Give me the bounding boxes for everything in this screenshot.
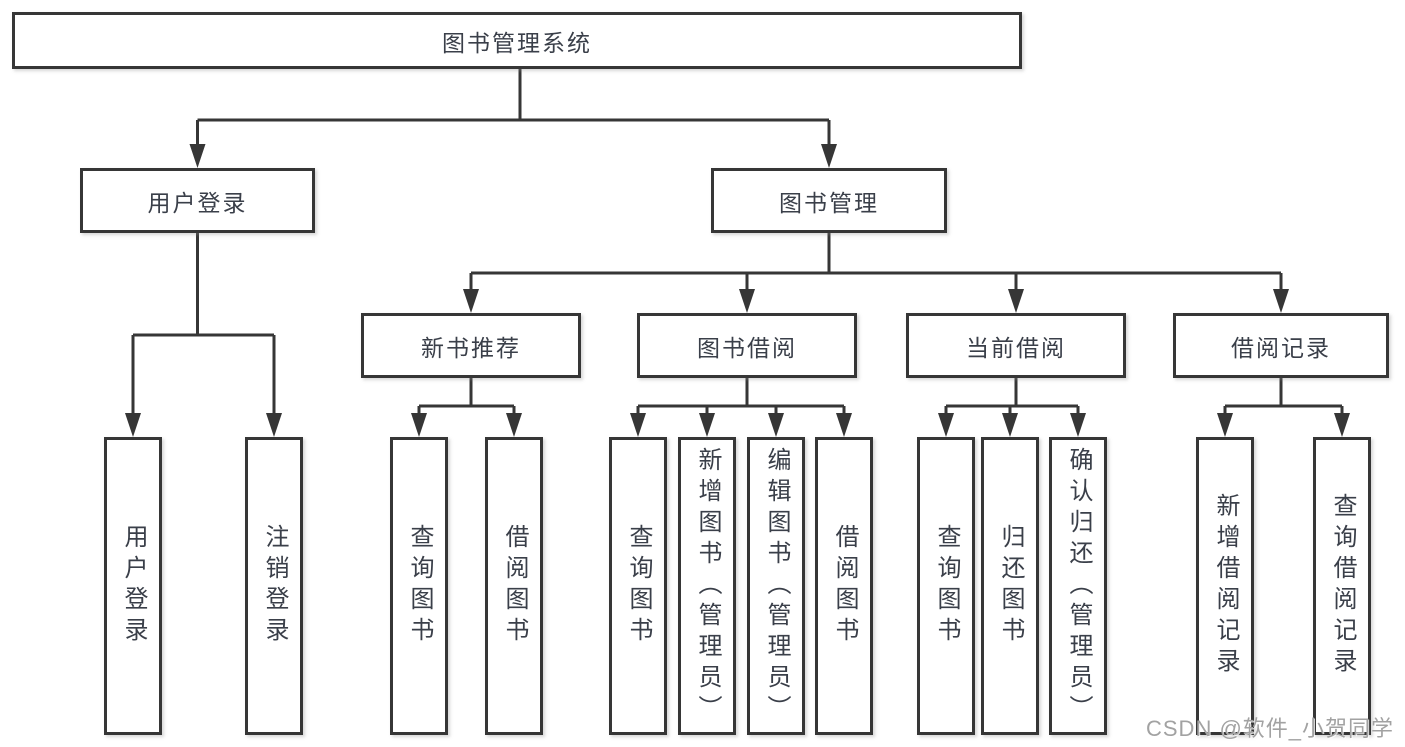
node-currentborrow-return-leaf: 归还图书 [981, 437, 1039, 735]
node-user-login: 用户登录 [80, 168, 315, 233]
node-newbooks-query-leaf: 查询图书 [390, 437, 448, 735]
node-root: 图书管理系统 [12, 12, 1022, 69]
node-book-management: 图书管理 [711, 168, 947, 233]
node-currentborrow-confirm-leaf: 确认归还（管理员） [1049, 437, 1107, 735]
node-borrow-records: 借阅记录 [1173, 313, 1389, 378]
node-newbooks-borrow-leaf: 借阅图书 [485, 437, 543, 735]
node-bookborrow-query-leaf: 查询图书 [609, 437, 667, 735]
node-currentborrow-query-leaf: 查询图书 [917, 437, 975, 735]
node-records-add-leaf: 新增借阅记录 [1196, 437, 1254, 735]
node-current-borrow: 当前借阅 [906, 313, 1126, 378]
node-bookborrow-add-leaf: 新增图书（管理员） [678, 437, 736, 735]
node-bookborrow-edit-leaf: 编辑图书（管理员） [747, 437, 805, 735]
node-logout-leaf: 注销登录 [245, 437, 303, 735]
node-user-login-leaf: 用户登录 [104, 437, 162, 735]
node-new-book-recommend: 新书推荐 [361, 313, 581, 378]
watermark: CSDN @软件_小贺同学 [1146, 716, 1395, 741]
node-records-query-leaf: 查询借阅记录 [1313, 437, 1371, 735]
node-bookborrow-borrow-leaf: 借阅图书 [815, 437, 873, 735]
node-book-borrow: 图书借阅 [637, 313, 857, 378]
